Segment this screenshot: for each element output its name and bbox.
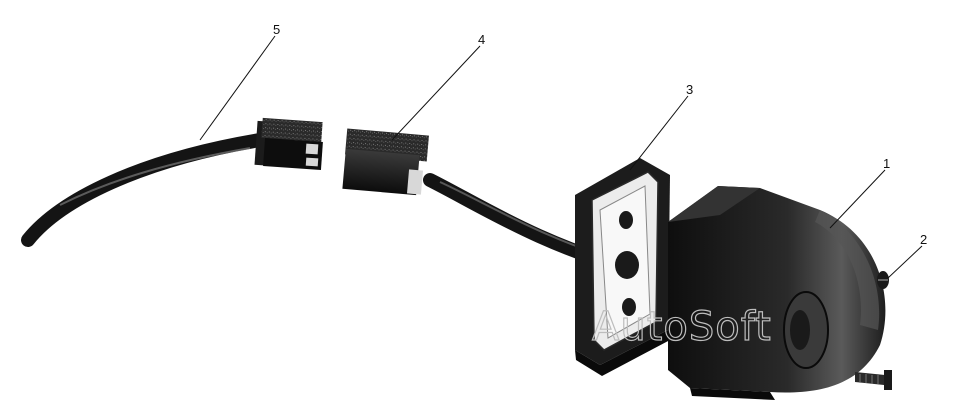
callout-3: 3 xyxy=(686,82,693,97)
callout-2: 2 xyxy=(920,232,927,247)
callout-leaders xyxy=(199,35,923,279)
callout-4: 4 xyxy=(478,32,485,47)
leader-5 xyxy=(199,35,276,141)
part-1-lamp-housing xyxy=(668,186,886,400)
callout-numbers: 5 4 3 1 2 xyxy=(273,22,927,247)
part-2-screw xyxy=(877,271,889,289)
leader-1 xyxy=(829,169,886,229)
part-4-connector-block xyxy=(342,128,429,196)
part-5-cable-with-plug xyxy=(21,117,323,247)
loose-screw xyxy=(855,370,892,390)
watermark: AutoSoft xyxy=(592,304,772,350)
callout-1: 1 xyxy=(883,156,890,171)
leader-3 xyxy=(629,95,689,171)
part-3-gasket-plate xyxy=(575,158,670,376)
leader-4 xyxy=(391,45,481,141)
callout-5: 5 xyxy=(273,22,280,37)
leader-2 xyxy=(887,245,923,279)
